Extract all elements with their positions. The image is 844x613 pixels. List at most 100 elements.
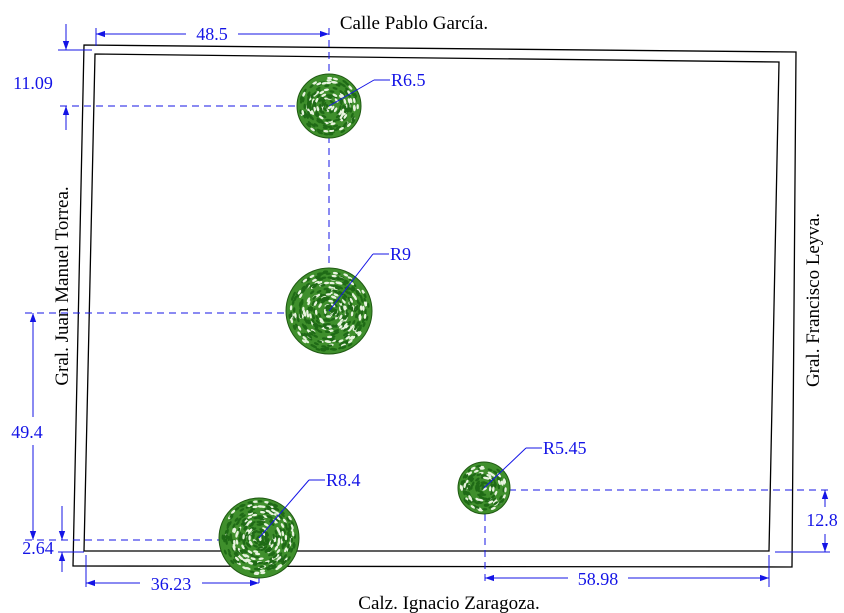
tree-leaf: [339, 324, 344, 329]
tree-leaf: [351, 116, 355, 122]
tree-leaf: [301, 110, 305, 116]
tree-leaf: [364, 308, 367, 314]
tree-leaf: [318, 118, 323, 123]
tree-leaf: [336, 276, 342, 280]
tree-leaf: [338, 286, 343, 290]
tree-leaf: [470, 505, 476, 509]
tree-leaf: [363, 293, 367, 299]
tree-leaf: [306, 123, 312, 128]
tree-leaf: [354, 92, 357, 98]
tree-leaf: [332, 119, 338, 123]
tree-leaf: [358, 315, 362, 321]
tree-leaf: [270, 510, 275, 514]
tree-leaf: [302, 339, 307, 344]
tree-leaf: [310, 127, 315, 132]
tree-leaf: [276, 549, 281, 554]
tree-leaf: [356, 290, 360, 295]
tree-leaf: [292, 325, 296, 330]
street-left-label: Gral. Juan Manuel Torrea.: [52, 186, 73, 385]
tree-leaf: [484, 503, 490, 507]
tree-leaf: [284, 547, 288, 553]
tree-leaf: [306, 297, 311, 303]
tree-leaf: [303, 332, 308, 337]
tree-leaf: [363, 297, 367, 303]
tree-leaf: [333, 324, 339, 328]
tree-leaf: [343, 273, 349, 277]
tree-top-radius-label: R6.5: [391, 70, 426, 90]
tree-leaf: [250, 554, 256, 558]
tree-leaf: [249, 523, 254, 527]
tree-leaf: [239, 549, 244, 554]
tree-leaf: [357, 331, 362, 337]
tree-leaf: [353, 97, 356, 104]
tree-leaf: [256, 535, 260, 540]
tree-leaf: [329, 100, 335, 104]
lot-inner-boundary: [83, 53, 780, 552]
tree-leaf: [256, 548, 262, 551]
tree-leaf: [237, 517, 242, 522]
tree-leaf: [474, 505, 480, 509]
tree-leaf: [281, 544, 285, 550]
tree-leaf: [476, 486, 480, 493]
tree-leaf: [334, 329, 340, 333]
tree-leaf: [336, 312, 340, 318]
tree-leaf: [327, 76, 333, 80]
tree-leaf: [242, 539, 246, 546]
tree-leaf: [235, 559, 240, 564]
tree-leaf: [473, 469, 479, 473]
tree-leaf: [255, 567, 261, 571]
tree-leaf: [317, 340, 323, 343]
tree-leaf: [356, 304, 359, 311]
tree-leaf: [487, 498, 492, 503]
tree-leaf: [247, 515, 253, 519]
tree-leaf: [283, 528, 286, 534]
tree-leaf: [303, 325, 307, 330]
tree-leaf: [274, 529, 278, 535]
tree-leaf: [317, 281, 323, 284]
tree-leaf: [318, 115, 324, 120]
tree-leaf: [280, 512, 285, 518]
tree-leaf: [332, 77, 338, 81]
tree-leaf: [340, 129, 346, 133]
tree-leaf: [475, 464, 482, 468]
tree-leaf: [348, 291, 352, 296]
tree-leaf: [236, 530, 239, 536]
tree-leaf: [307, 121, 312, 126]
tree-leaf: [320, 293, 325, 298]
tree-leaf: [274, 507, 280, 511]
tree-leaf: [339, 314, 343, 320]
tree-leaf: [287, 543, 290, 549]
tree-leaf: [231, 509, 236, 514]
tree-leaf: [227, 548, 231, 554]
tree-leaf: [279, 527, 283, 533]
tree-leaf: [467, 499, 472, 504]
tree-leaf: [248, 561, 254, 565]
tree-leaf: [239, 508, 245, 512]
tree-leaf: [307, 319, 312, 325]
tree-leaf: [301, 285, 306, 290]
tree-leaf: [503, 478, 507, 484]
tree-leaf: [499, 495, 503, 500]
tree-leaf: [324, 296, 330, 300]
tree-leaf: [232, 545, 236, 551]
tree-leaf: [297, 331, 302, 336]
tree-leaf: [330, 333, 336, 336]
tree-leaf: [325, 293, 331, 296]
tree-leaf: [318, 303, 322, 308]
tree-leaf: [341, 282, 347, 286]
tree-leaf: [260, 548, 266, 551]
tree-leaf: [321, 82, 327, 85]
tree-leaf: [358, 324, 362, 330]
tree-leaf: [242, 566, 248, 570]
tree-leaf: [481, 485, 485, 491]
tree-leaf: [343, 280, 349, 285]
tree-leaf: [477, 493, 482, 498]
tree-leaf: [308, 103, 311, 109]
tree-leaf: [469, 476, 473, 482]
tree-leaf: [256, 523, 262, 526]
tree-leaf: [462, 490, 466, 496]
tree-leaf: [344, 279, 349, 283]
tree-leaf: [247, 510, 254, 514]
tree-leaf: [268, 564, 274, 568]
tree-leaf: [299, 289, 303, 295]
